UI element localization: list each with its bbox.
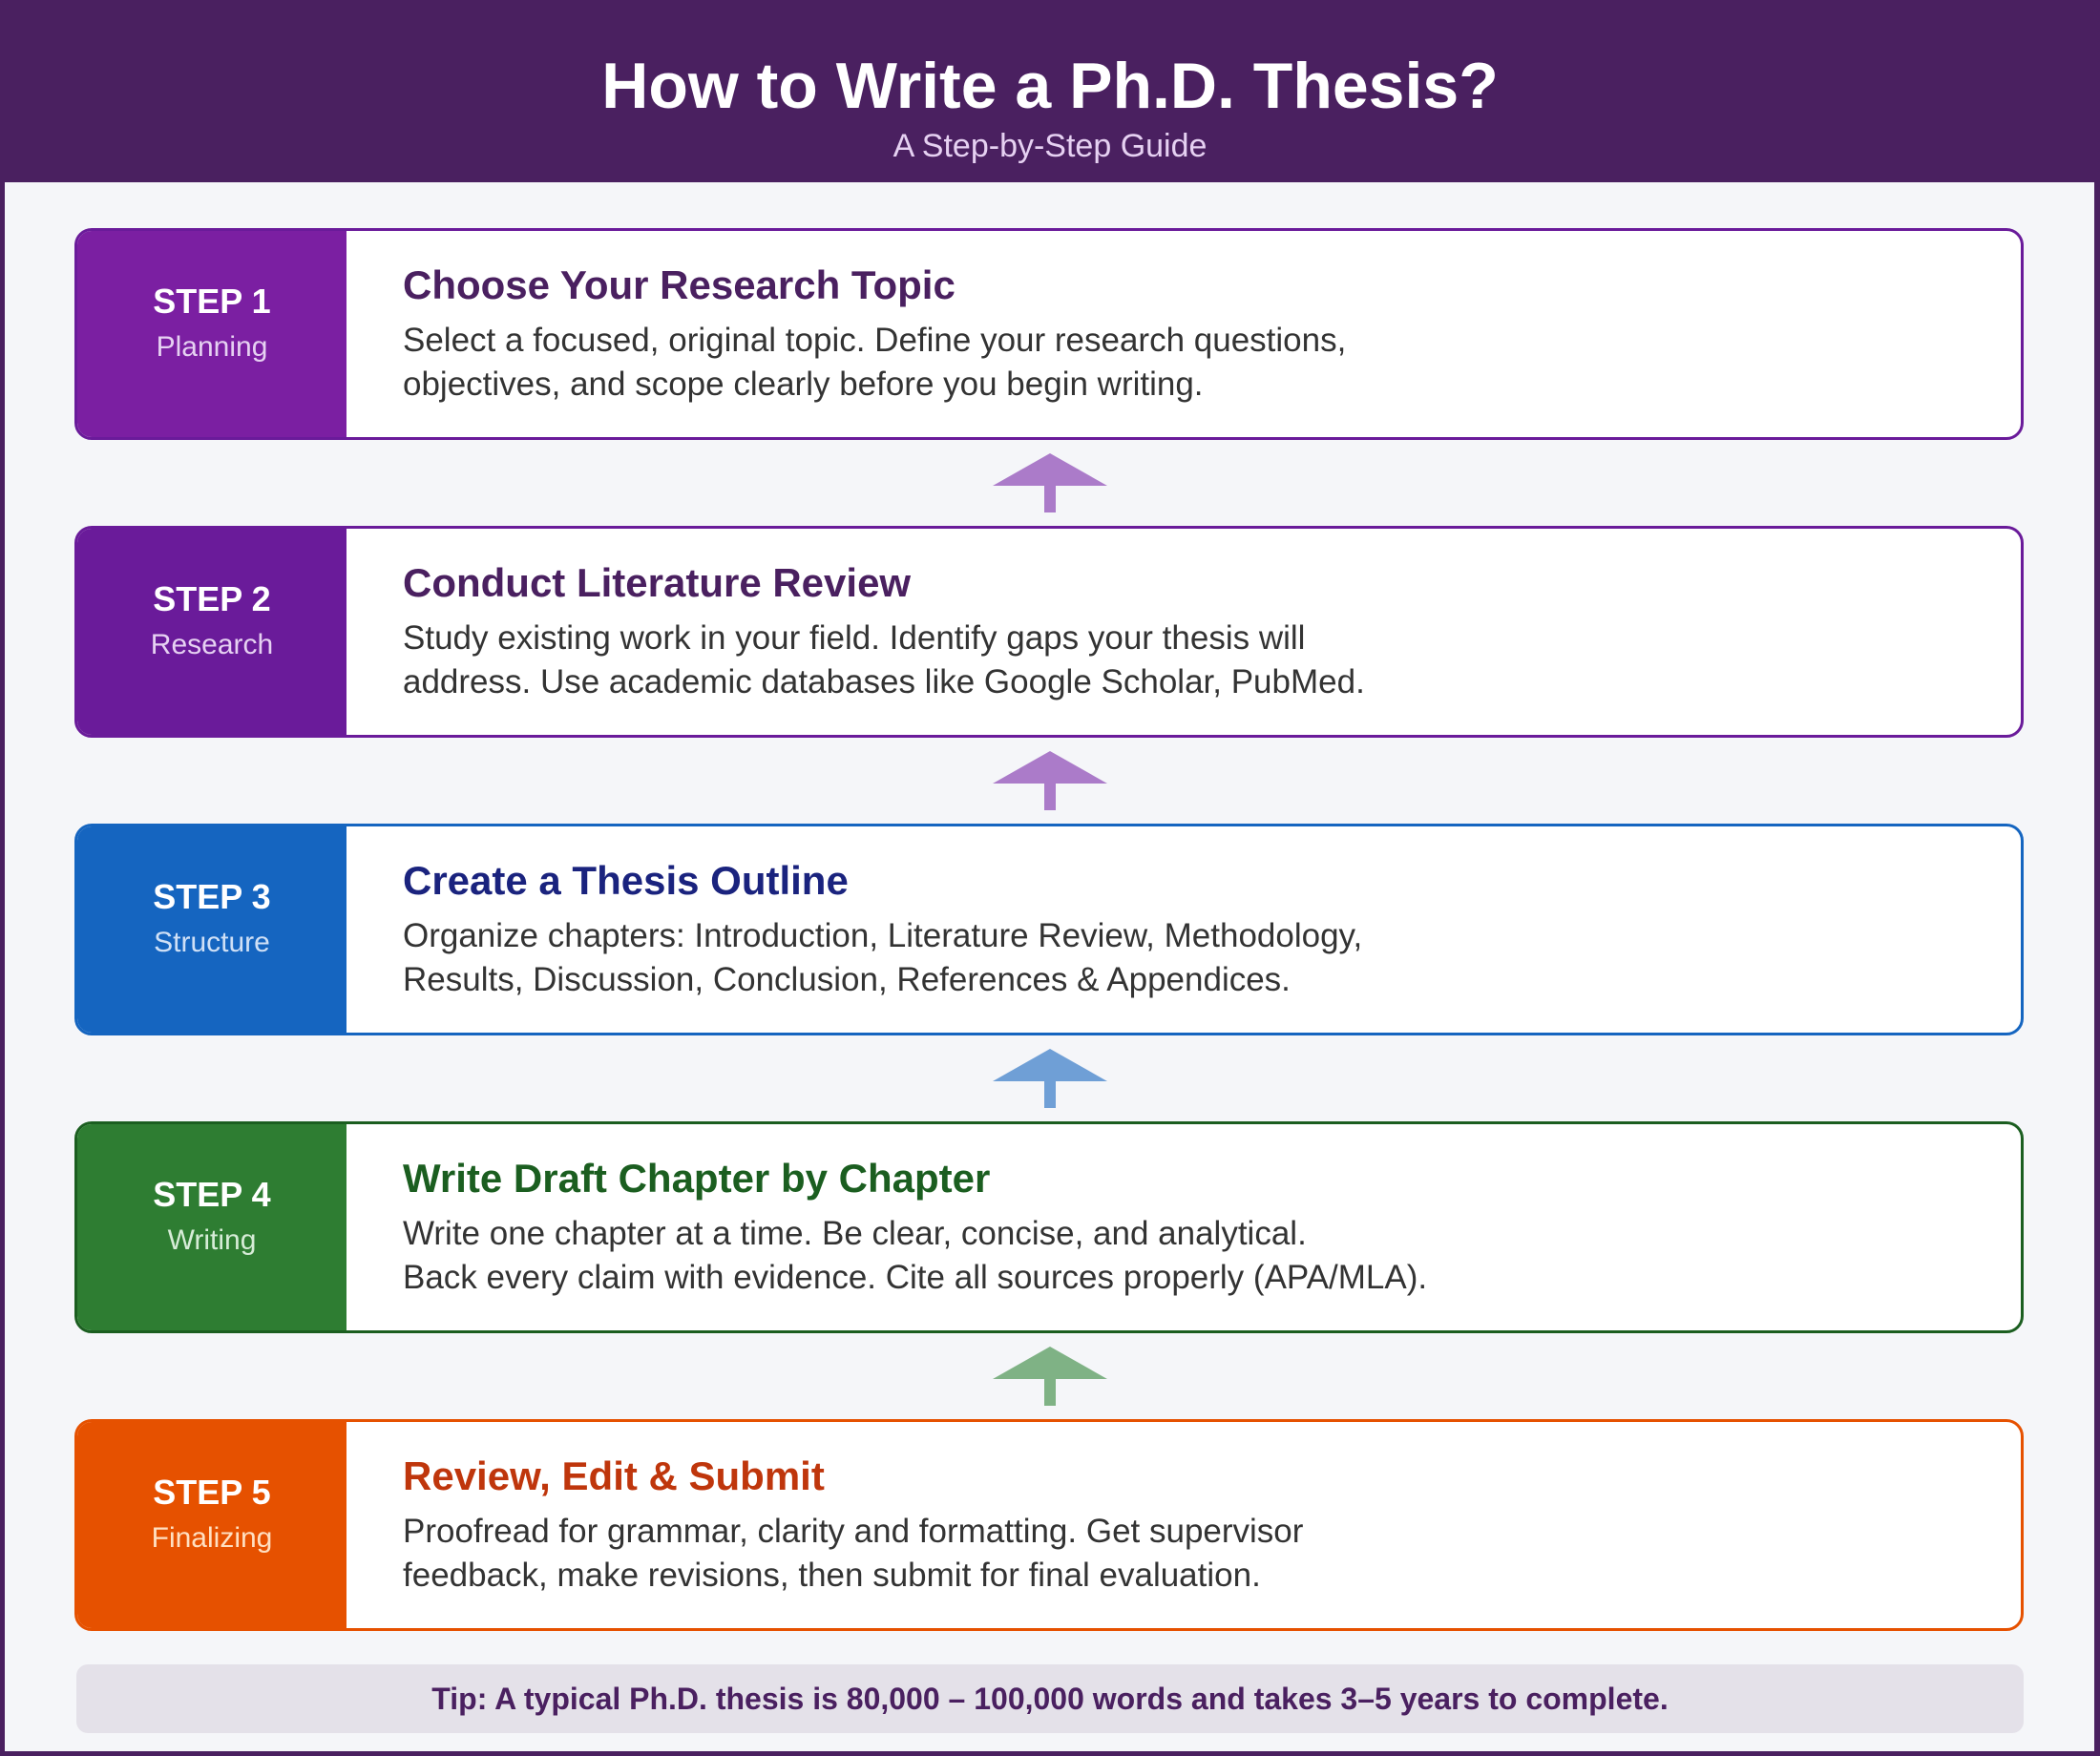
step-title: Review, Edit & Submit (403, 1453, 825, 1498)
step-badge: STEP 3 Structure (77, 826, 346, 1033)
step-description-line: Organize chapters: Introduction, Literat… (403, 917, 1363, 954)
step-phase: Research (150, 629, 274, 660)
step-description-line: Results, Discussion, Conclusion, Referen… (403, 961, 1291, 998)
step-title: Create a Thesis Outline (403, 858, 849, 903)
step-description-line: objectives, and scope clearly before you… (403, 366, 1204, 403)
step-badge: STEP 5 Finalizing (77, 1422, 346, 1628)
tip-banner: Tip: A typical Ph.D. thesis is 80,000 – … (76, 1664, 2024, 1733)
step-badge: STEP 2 Research (77, 529, 346, 735)
step-title: Write Draft Chapter by Chapter (403, 1156, 991, 1201)
step-description: Proofread for grammar, clarity and forma… (403, 1510, 1816, 1598)
step-number: STEP 3 (153, 877, 271, 916)
step-card-2: STEP 2 Research Conduct Literature Revie… (74, 526, 2024, 738)
up-arrow-icon (993, 1049, 1107, 1108)
step-number: STEP 5 (153, 1473, 271, 1512)
step-title: Choose Your Research Topic (403, 262, 956, 307)
step-phase: Structure (154, 927, 270, 958)
step-phase: Finalizing (151, 1522, 273, 1554)
step-description: Organize chapters: Introduction, Literat… (403, 914, 1816, 1002)
step-description-line: Write one chapter at a time. Be clear, c… (403, 1215, 1307, 1252)
step-phase: Planning (156, 331, 268, 363)
step-description-line: Back every claim with evidence. Cite all… (403, 1259, 1428, 1296)
header: How to Write a Ph.D. Thesis? A Step-by-S… (0, 0, 2100, 182)
step-description-line: Select a focused, original topic. Define… (403, 322, 1347, 359)
step-description: Study existing work in your field. Ident… (403, 617, 1816, 704)
step-description-line: Study existing work in your field. Ident… (403, 619, 1306, 657)
step-description-line: feedback, make revisions, then submit fo… (403, 1557, 1261, 1594)
up-arrow-icon (993, 1347, 1107, 1406)
up-arrow-icon (993, 453, 1107, 512)
page-subtitle: A Step-by-Step Guide (892, 128, 1208, 164)
step-number: STEP 2 (153, 579, 271, 618)
step-card-5: STEP 5 Finalizing Review, Edit & Submit … (74, 1419, 2024, 1631)
step-badge: STEP 1 Planning (77, 231, 346, 437)
step-card-1: STEP 1 Planning Choose Your Research Top… (74, 228, 2024, 440)
step-card-4: STEP 4 Writing Write Draft Chapter by Ch… (74, 1121, 2024, 1333)
step-description: Select a focused, original topic. Define… (403, 319, 1816, 407)
step-description-line: address. Use academic databases like Goo… (403, 663, 1365, 700)
up-arrow-icon (993, 751, 1107, 810)
step-number: STEP 1 (153, 282, 271, 321)
step-card-3: STEP 3 Structure Create a Thesis Outline… (74, 824, 2024, 1035)
step-badge: STEP 4 Writing (77, 1124, 346, 1330)
step-description-line: Proofread for grammar, clarity and forma… (403, 1513, 1304, 1550)
step-description: Write one chapter at a time. Be clear, c… (403, 1212, 1816, 1300)
step-phase: Writing (167, 1224, 257, 1256)
step-number: STEP 4 (153, 1175, 271, 1214)
step-title: Conduct Literature Review (403, 560, 912, 605)
page-title: How to Write a Ph.D. Thesis? (601, 50, 1499, 122)
